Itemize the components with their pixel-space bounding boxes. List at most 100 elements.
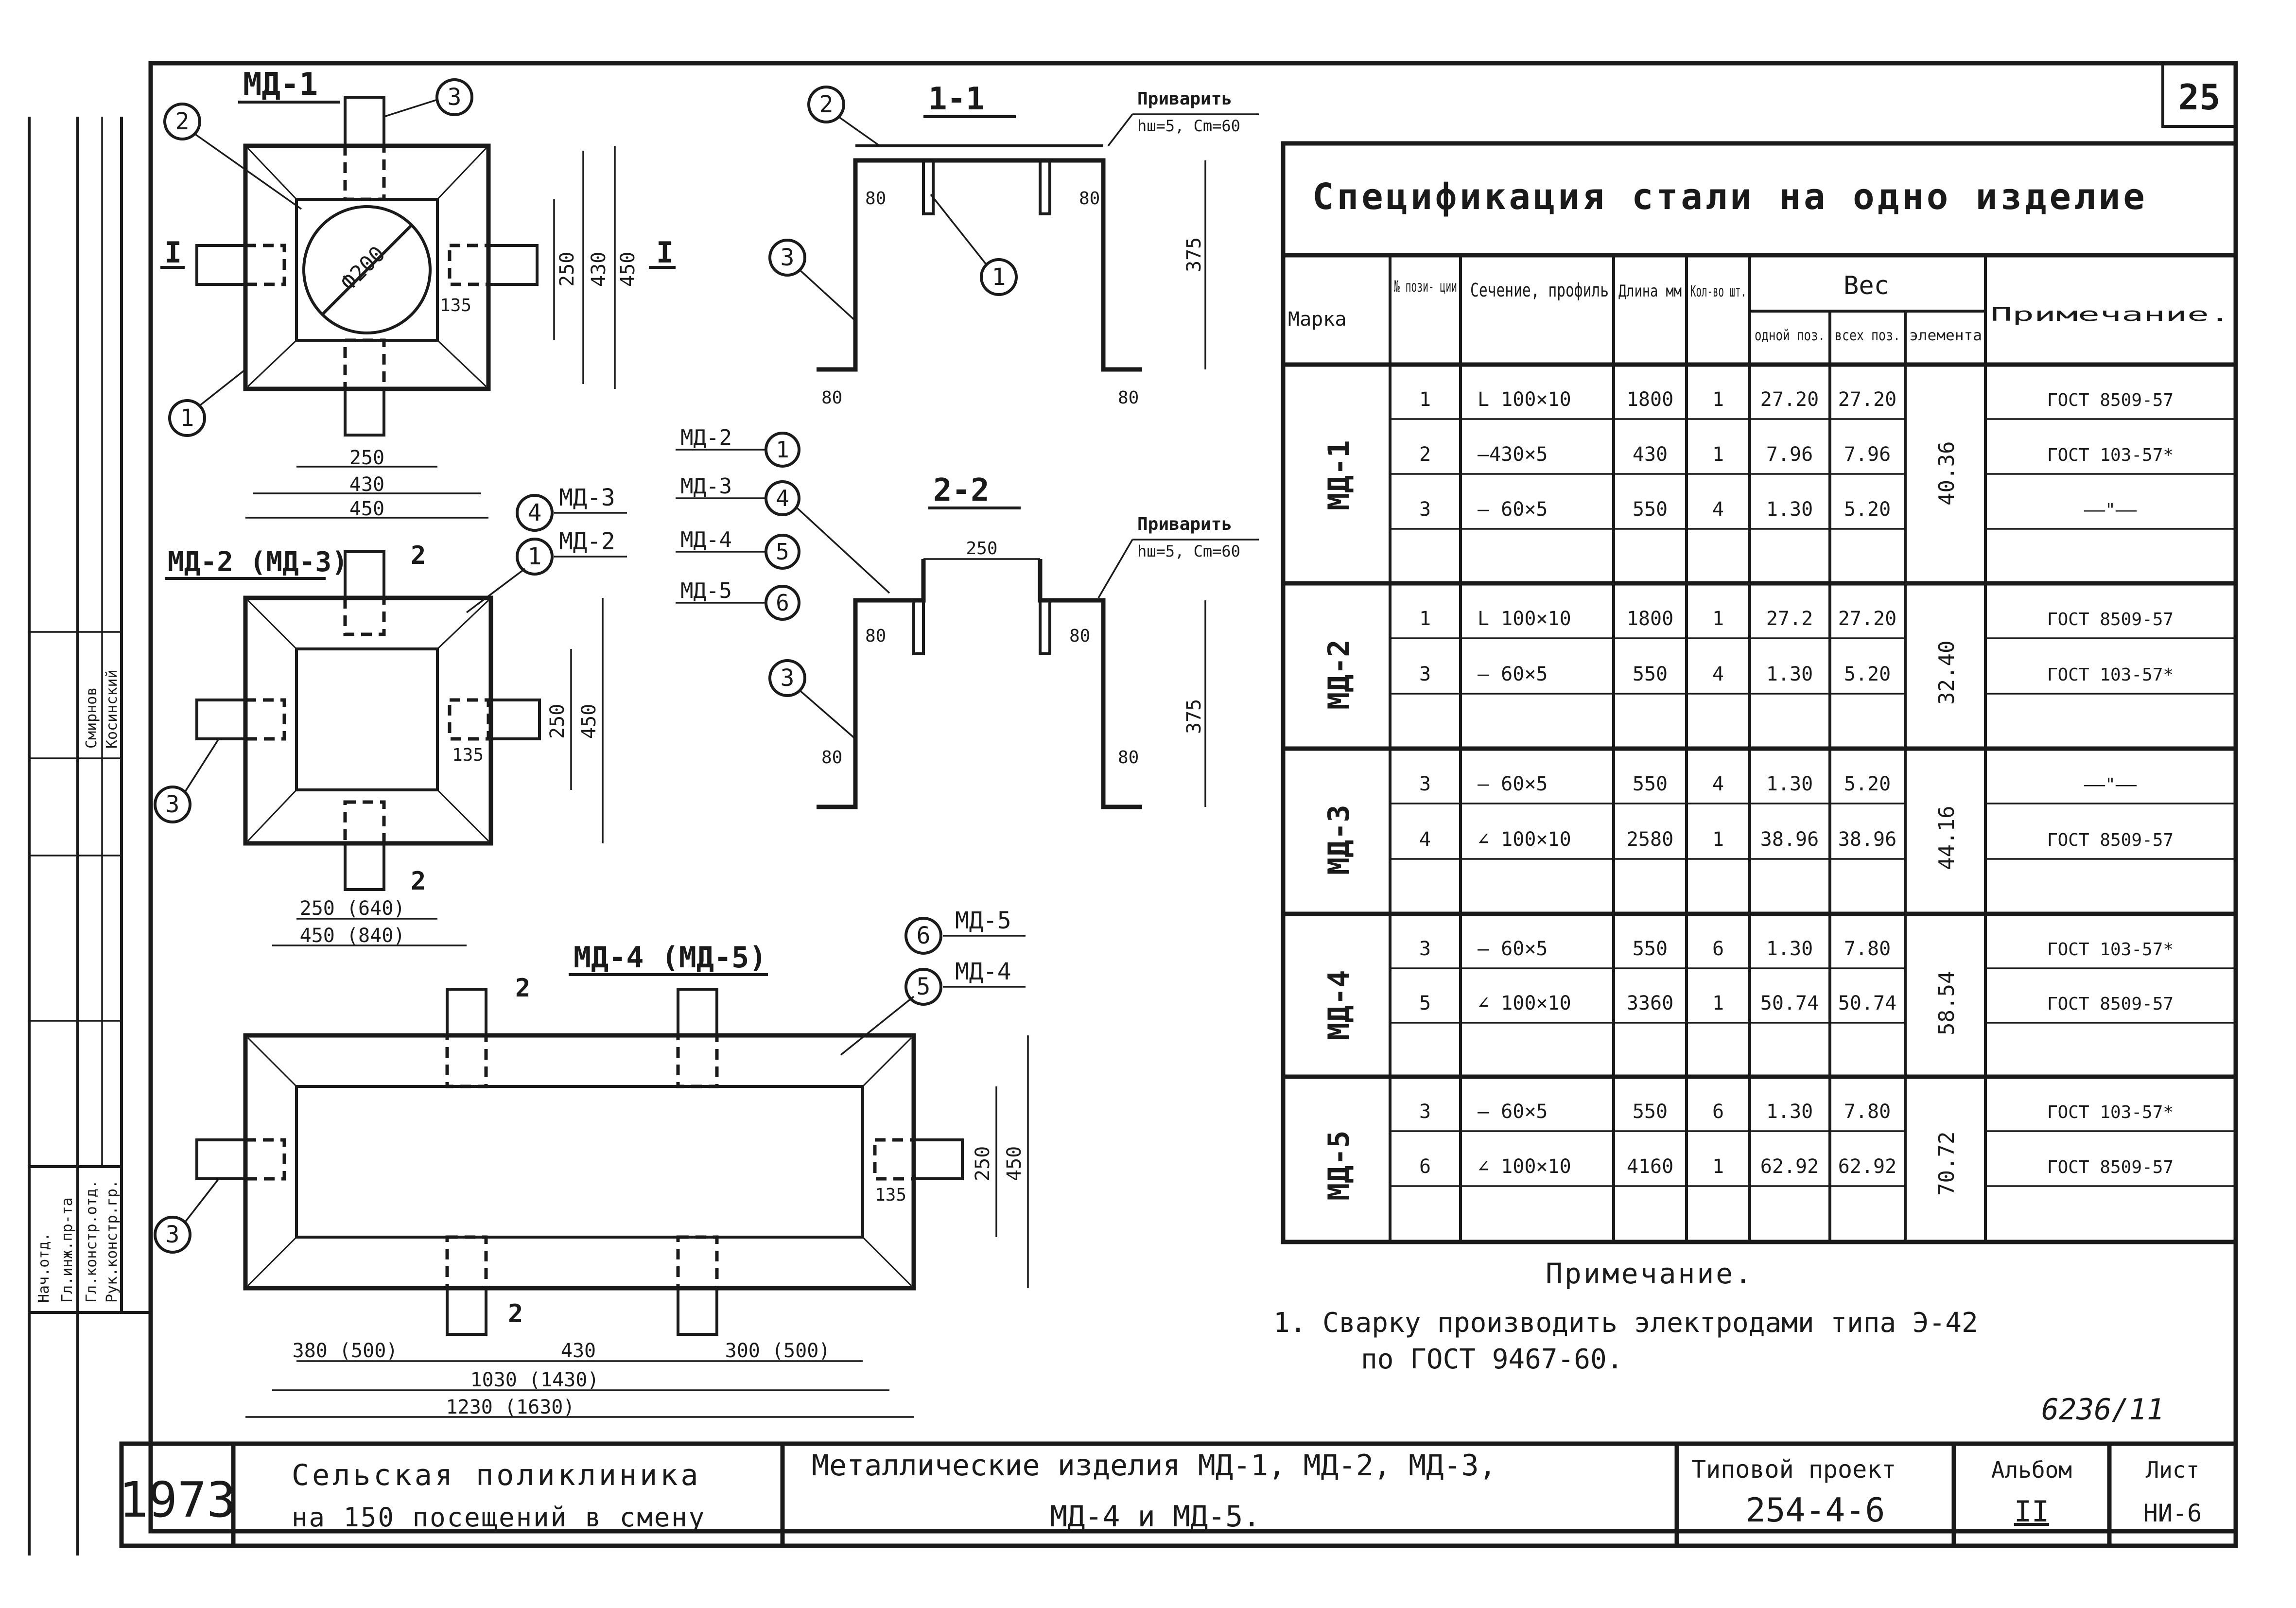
- spec-group-md2: МД-2 32.40 1 L 100×10 1800 1 27.2 27.20 …: [1322, 608, 2174, 710]
- cell-note: ГОСТ 8509-57: [2047, 390, 2174, 410]
- group-total: 40.36: [1934, 441, 1959, 506]
- sec2-dim-80d: 80: [1118, 748, 1139, 768]
- stamp-role-3: Гл.инж.пр-та: [59, 1197, 76, 1303]
- cell-w-all: 7.96: [1844, 443, 1891, 466]
- cell-qty: 1: [1712, 443, 1724, 466]
- cell-length: 3360: [1627, 992, 1673, 1014]
- cell-qty: 1: [1712, 608, 1724, 630]
- cell-section: — 60×5: [1478, 663, 1548, 685]
- cell-w-all: 5.20: [1844, 498, 1891, 521]
- md4-pos-3: 3: [166, 1221, 180, 1248]
- cell-w-all: 27.20: [1838, 608, 1896, 630]
- group-total: 70.72: [1934, 1132, 1959, 1196]
- year: 1973: [119, 1471, 236, 1528]
- cell-note: ГОСТ 103-57*: [2047, 940, 2174, 960]
- archive-number: 6236/11: [2041, 1393, 2164, 1427]
- cell-pos: 3: [1419, 938, 1431, 960]
- cell-pos: 3: [1419, 1101, 1431, 1123]
- sec1-title: 1-1: [928, 81, 985, 117]
- cell-length: 430: [1633, 443, 1668, 466]
- sec2-dim-375: 375: [1183, 699, 1205, 734]
- stamp-names: Косинский Смирнов Рук.констр.гр. Гл.конс…: [35, 669, 121, 1303]
- cell-w-one: 38.96: [1760, 828, 1819, 851]
- cell-length: 1800: [1627, 388, 1673, 411]
- sec1-dim-375: 375: [1183, 237, 1205, 272]
- md4-dim-135: 135: [875, 1185, 906, 1205]
- sec2-dim-80b: 80: [1069, 626, 1090, 646]
- list-value: НИ-6: [2143, 1499, 2202, 1527]
- cell-w-one: 62.92: [1760, 1155, 1819, 1178]
- stamp-name-2: Смирнов: [83, 687, 100, 749]
- title-block: 1973 Сельская поликлиника на 150 посещен…: [119, 1441, 2238, 1548]
- side-label-md3: МД-3: [559, 484, 615, 511]
- cell-note: ——"——: [2084, 500, 2137, 520]
- cell-length: 550: [1633, 938, 1668, 960]
- md2-plan: МД-2 (МД-3) 2 2 250 (640) 450 (840) 135 …: [154, 541, 604, 947]
- md1-pos-3: 3: [448, 84, 462, 111]
- cell-w-one: 7.96: [1766, 443, 1813, 466]
- sec1-dim-80c: 80: [821, 388, 842, 408]
- cell-pos: 3: [1419, 663, 1431, 685]
- cell-w-one: 1.30: [1766, 938, 1813, 960]
- sec2-weld-params: hш=5, Сm=60: [1137, 542, 1240, 560]
- callout-pos-4: 4: [776, 485, 789, 511]
- md1-diameter: Ф200: [336, 242, 390, 296]
- spec-row: 1 L 100×10 1800 1 27.20 27.20 ГОСТ 8509-…: [1419, 388, 2174, 411]
- md1-dim-430: 430: [349, 473, 384, 496]
- md2-cut-bottom: 2: [411, 867, 426, 896]
- cell-note: ГОСТ 8509-57: [2047, 830, 2174, 850]
- cell-section: — 60×5: [1478, 498, 1548, 521]
- spec-row: 3 — 60×5 550 6 1.30 7.80 ГОСТ 103-57*: [1419, 1101, 2174, 1123]
- spec-table: Спецификация стали на одно изделие Марка…: [1281, 141, 2238, 1244]
- sec1-pos-3: 3: [781, 244, 795, 271]
- cell-qty: 4: [1712, 773, 1724, 795]
- md1-dim-450: 450: [349, 498, 384, 520]
- group-mark: МД-2: [1322, 640, 1356, 710]
- md2-dim-250v: 250: [546, 704, 569, 739]
- sheet-number: 25: [2178, 77, 2221, 118]
- spec-group-md5: МД-5 70.72 3 — 60×5 550 6 1.30 7.80 ГОСТ…: [1322, 1101, 2174, 1201]
- md1-pos-1: 1: [180, 404, 194, 432]
- cell-section: L 100×10: [1478, 388, 1571, 411]
- hdr-note: Примечание.: [1990, 304, 2231, 325]
- cell-pos: 3: [1419, 773, 1431, 795]
- md2-side-callouts: 4 МД-3 1 МД-2: [466, 484, 627, 613]
- md1-dim-135: 135: [440, 296, 471, 315]
- md4-cut-top: 2: [515, 974, 530, 1003]
- md1-cut-right: I: [656, 236, 674, 270]
- cell-note: ГОСТ 8509-57: [2047, 1157, 2174, 1177]
- cell-w-all: 7.80: [1844, 1101, 1891, 1123]
- md4-dim-450v: 450: [1003, 1146, 1026, 1181]
- cell-pos: 2: [1419, 443, 1431, 466]
- spec-group-md4: МД-4 58.54 3 — 60×5 550 6 1.30 7.80 ГОСТ…: [1322, 938, 2174, 1040]
- cell-section: — 60×5: [1478, 773, 1548, 795]
- group-mark: МД-4: [1322, 970, 1356, 1041]
- cell-w-all: 27.20: [1838, 388, 1896, 411]
- cell-w-one: 1.30: [1766, 663, 1813, 685]
- md2-title: МД-2 (МД-3): [168, 546, 348, 578]
- cell-section: L 100×10: [1478, 608, 1571, 630]
- cell-section: ∠ 100×10: [1478, 1155, 1571, 1178]
- cell-pos: 3: [1419, 498, 1431, 521]
- cell-section: — 60×5: [1478, 1101, 1548, 1123]
- hdr-pos: № пози- ции: [1394, 277, 1457, 296]
- cell-note: ГОСТ 103-57*: [2047, 665, 2174, 685]
- sec1-dim-80b: 80: [1079, 189, 1100, 209]
- md2-dim-250: 250 (640): [300, 897, 405, 920]
- callout-pos-5: 5: [776, 539, 789, 565]
- cell-length: 550: [1633, 498, 1668, 521]
- spec-row: 4 ∠ 100×10 2580 1 38.96 38.96 ГОСТ 8509-…: [1419, 828, 2174, 851]
- cell-length: 1800: [1627, 608, 1673, 630]
- md4-dim-1030: 1030 (1430): [470, 1369, 599, 1391]
- spec-row: 2 —430×5 430 1 7.96 7.96 ГОСТ 103-57*: [1419, 443, 2174, 466]
- group-mark: МД-1: [1322, 440, 1356, 511]
- sec1-pos-2: 2: [819, 91, 834, 118]
- md2-dim-450v: 450: [578, 704, 600, 739]
- cell-section: ∠ 100×10: [1478, 992, 1571, 1014]
- md2-cut-top: 2: [411, 541, 426, 570]
- md4-pos-6: 6: [917, 922, 931, 949]
- md1-plan: МД-1 Ф200 I I 250 430 450 1: [160, 67, 676, 520]
- sec2-title: 2-2: [933, 472, 990, 508]
- sec2-dim-250: 250: [966, 539, 997, 559]
- notes-line-2: по ГОСТ 9467-60.: [1361, 1344, 1623, 1375]
